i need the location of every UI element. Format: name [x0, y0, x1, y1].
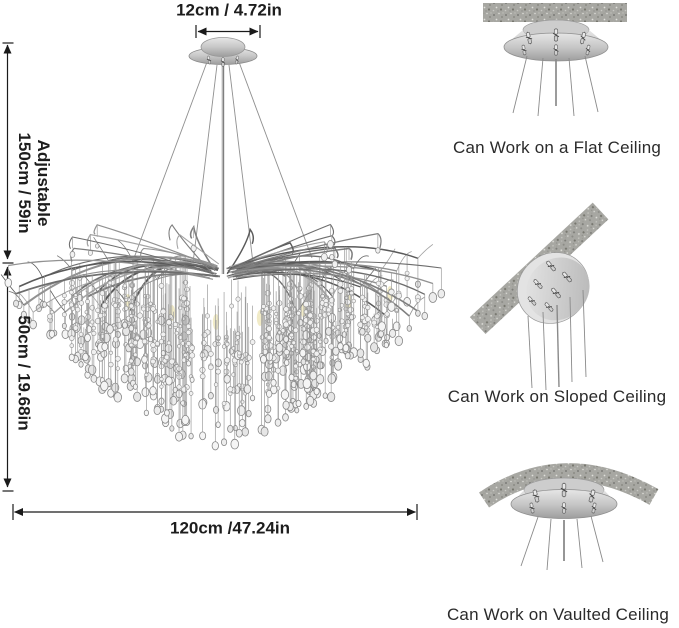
canopy-width-label: 12cm / 4.72in — [176, 0, 282, 20]
chandelier-canopy — [133, 37, 313, 274]
fixture-height-label: 50cm / 19.68in — [14, 315, 34, 431]
flat-ceiling-caption: Can Work on a Flat Ceiling — [452, 138, 662, 157]
vaulted-ceiling-illustration — [478, 463, 659, 571]
sloped-ceiling-caption: Can Work on Sloped Ceiling — [447, 387, 667, 406]
fixture-width-label: 120cm /47.24in — [169, 518, 291, 538]
vaulted-ceiling-texture — [478, 463, 659, 508]
flat-ceiling-texture — [483, 3, 627, 22]
adjustable-height-label-line1: Adjustable — [34, 139, 54, 227]
sloped-ceiling-illustration — [469, 202, 609, 391]
adjustable-height-label-line2: 150cm / 59in — [15, 132, 34, 234]
vaulted-ceiling-caption: Can Work on Vaulted Ceiling — [446, 605, 670, 624]
adjustable-height-label: Adjustable 150cm / 59in — [15, 132, 53, 233]
flat-ceiling-illustration — [483, 3, 627, 117]
dimension-lines — [2, 25, 418, 520]
chandelier-illustration — [0, 223, 446, 451]
